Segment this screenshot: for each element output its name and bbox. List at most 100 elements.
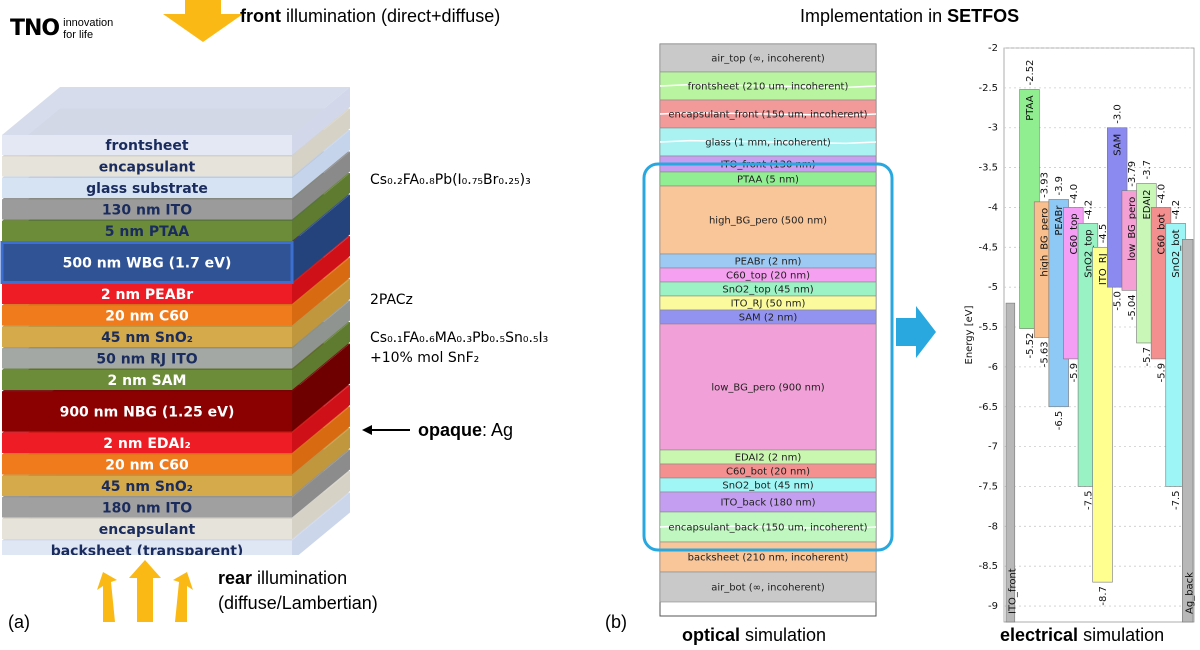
stack-layer-label: 45 nm SnO₂	[101, 330, 193, 346]
energy-band-bar	[1092, 247, 1113, 583]
optical-layer-label: air_top (∞, incoherent)	[711, 54, 825, 65]
band-name-label: PEABr	[1054, 205, 1065, 236]
rear-illumination-label: rear illumination	[218, 568, 348, 588]
y-tick-label: -2.5	[978, 83, 998, 94]
y-tick-label: -5	[988, 282, 998, 293]
stack-layer: frontsheet	[2, 87, 350, 155]
optical-layer: PTAA (5 nm)	[659, 171, 877, 187]
optical-layer-label: PEABr (2 nm)	[735, 257, 802, 268]
stack-layer-label: encapsulant	[99, 522, 196, 538]
optical-layer-label: ITO_RJ (50 nm)	[731, 299, 806, 310]
stack-layer-label: 5 nm PTAA	[105, 224, 190, 240]
stack-layer-label: 50 nm RJ ITO	[96, 352, 197, 368]
optical-layer: backsheet (210 nm, incoherent)	[659, 541, 877, 573]
wbg-formula: Cs₀.₂FA₀.₈Pb(I₀.₇₅Br₀.₂₅)₃	[370, 172, 531, 188]
optical-layer: ITO_RJ (50 nm)	[659, 295, 877, 311]
band-name-label: SnO2_bot	[1171, 229, 1182, 277]
stack-layer-label: 20 nm C60	[105, 458, 189, 474]
arrow-right-icon	[896, 306, 936, 358]
optical-layer: C60_top (20 nm)	[659, 267, 877, 283]
stack-layer-label: 2 nm EDAI₂	[103, 436, 190, 452]
optical-layer: SnO2_top (45 nm)	[659, 281, 877, 297]
band-top-value: -4.0	[1156, 184, 1167, 204]
y-tick-label: -8	[988, 521, 998, 532]
band-name-label: ITO_front	[1007, 568, 1018, 614]
stack-layer-label: 2 nm PEABr	[101, 287, 193, 303]
optical-layer-label: high_BG_pero (500 nm)	[709, 216, 827, 227]
y-tick-label: -5.5	[978, 322, 998, 333]
stack-layer-label: 130 nm ITO	[102, 203, 192, 219]
y-tick-label: -9	[988, 601, 998, 612]
band-name-label: C60_bot	[1156, 213, 1167, 254]
optical-sim-label: optical simulation	[682, 625, 827, 645]
optical-layer: PEABr (2 nm)	[659, 253, 877, 269]
optical-layer: encapsulant_back (150 um, incoherent)	[659, 511, 877, 543]
optical-layer-label: SnO2_top (45 nm)	[722, 285, 813, 296]
optical-layer-label: SnO2_bot (45 nm)	[722, 481, 813, 492]
optical-layer-label: backsheet (210 nm, incoherent)	[688, 553, 849, 564]
optical-layer-label: encapsulant_back (150 um, incoherent)	[668, 523, 867, 534]
opaque-ag-label: opaque: Ag	[418, 420, 514, 440]
optical-layer-label: PTAA (5 nm)	[737, 175, 799, 186]
optical-layer: air_top (∞, incoherent)	[659, 43, 877, 73]
band-bottom-value: -5.0	[1113, 291, 1124, 311]
front-illumination-label: front illumination (direct+diffuse)	[240, 6, 501, 26]
stack-layer-label: 500 nm WBG (1.7 eV)	[63, 256, 232, 272]
band-bottom-value: -5.04	[1127, 294, 1138, 320]
optical-layer: EDAI2 (2 nm)	[659, 449, 877, 465]
optical-layer: frontsheet (210 um, incoherent)	[659, 71, 877, 101]
band-name-label: SnO2_top	[1083, 229, 1094, 277]
stack-layer-label: 180 nm ITO	[102, 501, 192, 517]
optical-layer-label: C60_top (20 nm)	[726, 271, 810, 282]
nbg-formula: Cs₀.₁FA₀.₆MA₀.₃Pb₀.₅Sn₀.₅I₃	[370, 330, 549, 346]
optical-layer: C60_bot (20 nm)	[659, 463, 877, 479]
energy-band-chart: -2-2.5-3-3.5-4-4.5-5-5.5-6-6.5-7-7.5-8-8…	[964, 43, 1196, 623]
band-top-value: -4.5	[1098, 224, 1109, 244]
band-name-label: low_BG_pero	[1127, 197, 1138, 261]
optical-layer-label: low_BG_pero (900 nm)	[711, 383, 824, 394]
stack-layer-label: 45 nm SnO₂	[101, 479, 193, 495]
y-tick-label: -3	[988, 123, 998, 134]
y-tick-label: -7	[988, 442, 998, 453]
band-top-value: -3.7	[1142, 160, 1153, 180]
optical-layer-label: frontsheet (210 um, incoherent)	[688, 82, 849, 93]
band-bottom-value: -7.5	[1083, 490, 1094, 510]
y-tick-label: -7.5	[978, 481, 998, 492]
rear-illumination-arrows-icon	[97, 560, 193, 622]
optical-layer-label: encapsulant_front (150 um, incoherent)	[668, 110, 867, 121]
electrical-sim-label: electrical simulation	[1000, 625, 1165, 645]
optical-layer-label: EDAI2 (2 nm)	[735, 453, 802, 464]
optical-layer: high_BG_pero (500 nm)	[659, 185, 877, 255]
band-name-label: ITO_RJ	[1098, 253, 1109, 285]
band-top-value: -3.0	[1113, 104, 1124, 124]
band-name-label: EDAI2	[1142, 190, 1153, 220]
y-tick-label: -2	[988, 43, 998, 54]
y-tick-label: -8.5	[978, 561, 998, 572]
front-illumination-arrow-icon	[163, 0, 243, 42]
optical-layer: low_BG_pero (900 nm)	[659, 323, 877, 451]
band-name-label: Ag_back	[1185, 572, 1196, 614]
band-top-value: -2.52	[1025, 60, 1036, 86]
stack-layer-label: 2 nm SAM	[108, 373, 187, 389]
y-tick-label: -3.5	[978, 163, 998, 174]
band-bottom-value: -8.7	[1098, 586, 1109, 606]
optical-layer-label: SAM (2 nm)	[739, 313, 798, 324]
optical-layer: glass (1 mm, incoherent)	[659, 127, 877, 157]
logo-brand: TNO	[10, 16, 60, 41]
y-tick-label: -4	[988, 202, 998, 213]
optical-layer: air_bot (∞, incoherent)	[659, 571, 877, 603]
optical-layer: ITO_back (180 nm)	[659, 491, 877, 513]
2pacz-label: 2PACz	[370, 292, 413, 308]
band-name-label: C60_top	[1069, 213, 1080, 254]
band-bottom-value: -5.7	[1142, 347, 1153, 367]
opaque-arrow-icon	[362, 425, 410, 435]
band-top-value: -4.2	[1171, 200, 1182, 220]
optical-layer-label: ITO_back (180 nm)	[720, 498, 815, 509]
stack-layer-label: encapsulant	[99, 160, 196, 176]
optical-layer: SnO2_bot (45 nm)	[659, 477, 877, 493]
panel-a-label: (a)	[8, 612, 30, 632]
stack-layer-label: glass substrate	[86, 181, 208, 197]
band-name-label: high_BG_pero	[1040, 208, 1051, 277]
stack-layer-label: 20 nm C60	[105, 309, 189, 325]
band-bottom-value: -5.52	[1025, 333, 1036, 359]
